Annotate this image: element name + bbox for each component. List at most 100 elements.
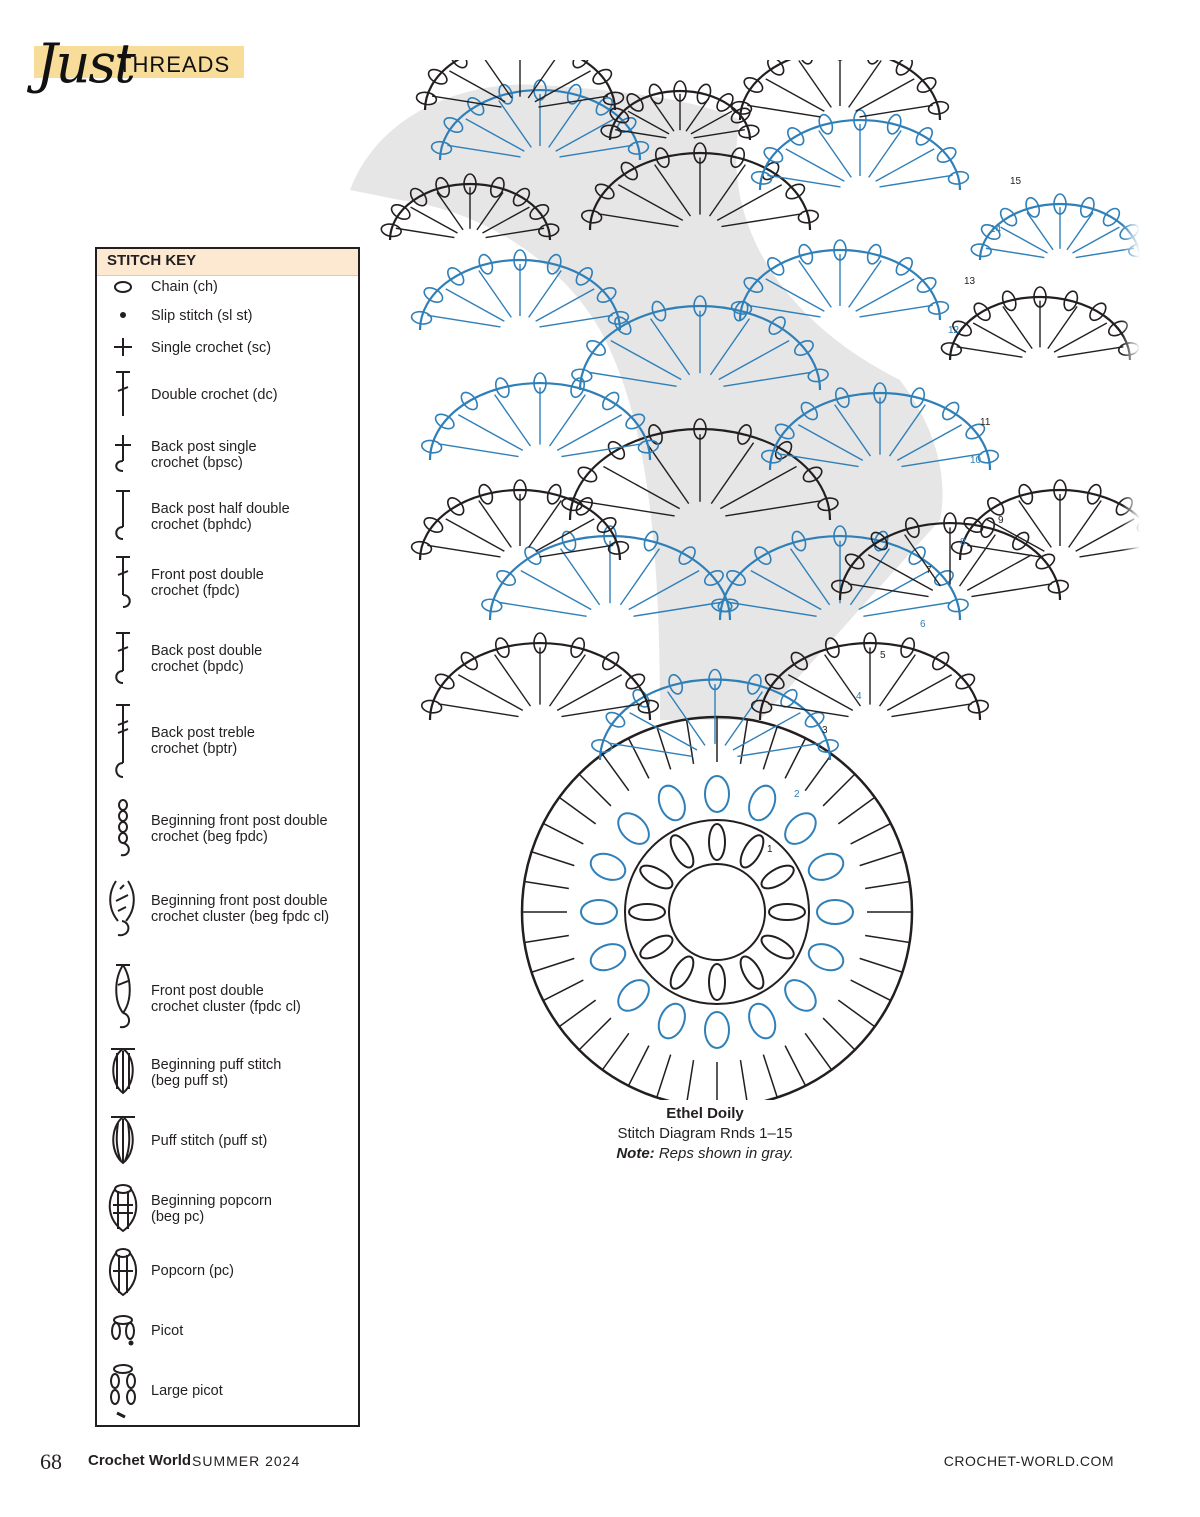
puff-stitch-mark bbox=[572, 60, 590, 69]
puff-stitch-mark bbox=[947, 598, 969, 613]
puff-stitch-mark bbox=[980, 223, 1001, 241]
popcorn-icon bbox=[105, 1245, 141, 1299]
double-crochet-mark bbox=[848, 583, 929, 598]
puff-stitch-mark bbox=[950, 540, 973, 555]
puff-stitch-mark bbox=[609, 107, 630, 124]
double-crochet-mark bbox=[865, 934, 910, 944]
puff-stitch-mark bbox=[643, 530, 659, 552]
double-crochet-mark bbox=[436, 192, 464, 231]
double-crochet-mark bbox=[797, 424, 864, 462]
double-crochet-mark bbox=[834, 404, 872, 457]
puff-stitch-mark bbox=[639, 864, 674, 890]
double-crochet-mark bbox=[685, 97, 710, 132]
puff-stitch-mark bbox=[760, 864, 795, 890]
double-crochet-mark bbox=[789, 548, 831, 606]
puff-stitch-mark bbox=[596, 286, 617, 304]
puff-stitch-mark bbox=[390, 203, 411, 221]
double-crochet-mark bbox=[667, 691, 706, 746]
puff-stitch-mark bbox=[533, 372, 547, 394]
double-crochet-mark bbox=[878, 654, 916, 707]
double-crochet-mark bbox=[787, 674, 854, 712]
header-script-text: Just bbox=[36, 32, 136, 95]
double-crochet-mark bbox=[650, 97, 675, 132]
double-crochet-mark bbox=[818, 130, 852, 178]
double-crochet-mark bbox=[865, 880, 910, 890]
double-crochet-mark bbox=[438, 443, 519, 458]
key-row-single-crochet: Single crochet (sc) bbox=[97, 333, 358, 363]
double-crochet-mark bbox=[528, 270, 562, 318]
puff-stitch-mark bbox=[886, 113, 902, 135]
puff-stitch-mark bbox=[607, 440, 626, 460]
key-label: Beginning popcorn (beg pc) bbox=[151, 1193, 272, 1225]
back-post-double-crochet-icon bbox=[105, 629, 141, 687]
double-crochet-mark bbox=[886, 674, 953, 712]
double-crochet-mark bbox=[709, 318, 751, 376]
double-crochet-mark bbox=[747, 104, 821, 118]
puff-stitch-mark bbox=[726, 569, 747, 587]
puff-stitch-mark bbox=[853, 109, 867, 131]
double-crochet-mark bbox=[524, 880, 569, 890]
double-crochet-mark bbox=[837, 999, 876, 1028]
key-label: Back post single crochet (bpsc) bbox=[151, 439, 257, 471]
key-row-large-picot: Large picot bbox=[97, 1361, 358, 1421]
double-crochet-mark bbox=[645, 442, 690, 505]
double-crochet-mark bbox=[1000, 226, 1048, 254]
puff-stitch-mark bbox=[607, 310, 630, 325]
puff-stitch-mark bbox=[743, 76, 764, 94]
double-crochet-mark bbox=[732, 712, 801, 751]
double-crochet-mark bbox=[859, 957, 903, 973]
puff-stitch-mark bbox=[711, 598, 733, 613]
double-crochet-mark bbox=[485, 227, 545, 239]
puff-stitch-mark bbox=[963, 516, 984, 534]
double-crochet-mark bbox=[539, 314, 613, 328]
double-crochet-mark bbox=[784, 737, 807, 779]
puff-stitch-mark bbox=[763, 146, 784, 164]
key-label: Large picot bbox=[151, 1383, 223, 1399]
puff-stitch-mark bbox=[648, 424, 663, 445]
chain-arc bbox=[718, 534, 962, 621]
puff-stitch-mark bbox=[738, 124, 760, 139]
double-crochet-mark bbox=[966, 554, 1033, 592]
puff-stitch-mark bbox=[750, 170, 773, 185]
beginning-front-post-double-crochet-cluster-icon bbox=[105, 875, 141, 945]
round-number-label: 15 bbox=[1010, 176, 1022, 187]
double-crochet-mark bbox=[601, 1032, 630, 1071]
chain-arc bbox=[768, 391, 992, 471]
double-crochet-mark bbox=[465, 118, 525, 152]
double-crochet-mark bbox=[457, 674, 524, 712]
puff-stitch-mark bbox=[496, 569, 517, 587]
double-crochet-mark bbox=[804, 1032, 833, 1071]
puff-stitch-mark bbox=[602, 391, 620, 411]
double-crochet-mark bbox=[901, 453, 982, 468]
puff-stitch-mark bbox=[870, 531, 888, 551]
puff-stitch-mark bbox=[739, 955, 765, 990]
key-row-bpsc: Back post single crochet (bpsc) bbox=[97, 431, 358, 475]
key-label: Single crochet (sc) bbox=[151, 340, 272, 356]
key-row-beg-fpdc-cl: Beginning front post double crochet clus… bbox=[97, 875, 358, 945]
double-crochet-mark bbox=[535, 288, 595, 322]
puff-stitch-mark bbox=[478, 483, 494, 505]
double-crochet-mark bbox=[524, 934, 569, 944]
beginning-popcorn-icon bbox=[105, 1181, 141, 1237]
round-number-label: 10 bbox=[970, 455, 982, 466]
puff-stitch-mark bbox=[817, 739, 839, 753]
puff-stitch-mark bbox=[708, 668, 722, 691]
puff-stitch-mark bbox=[900, 637, 916, 659]
double-crochet-mark bbox=[539, 544, 613, 558]
chain-arc bbox=[423, 60, 617, 111]
puff-stitch-mark bbox=[834, 387, 850, 409]
puff-stitch-mark bbox=[730, 300, 753, 315]
double-crochet-mark bbox=[708, 164, 746, 217]
double-crochet-mark bbox=[629, 712, 698, 751]
puff-stitch-icon bbox=[105, 1113, 141, 1169]
chain-arc bbox=[388, 182, 552, 241]
puff-stitch-mark bbox=[450, 60, 468, 69]
popcorn-mark bbox=[589, 852, 627, 881]
puff-stitch-mark bbox=[708, 963, 726, 1001]
chain-arc bbox=[598, 678, 832, 761]
puff-stitch-mark bbox=[595, 97, 613, 116]
popcorn-mark bbox=[807, 852, 845, 881]
double-crochet-mark bbox=[971, 583, 1052, 598]
key-row-popcorn: Popcorn (pc) bbox=[97, 1245, 358, 1299]
double-crochet-mark bbox=[598, 213, 679, 228]
